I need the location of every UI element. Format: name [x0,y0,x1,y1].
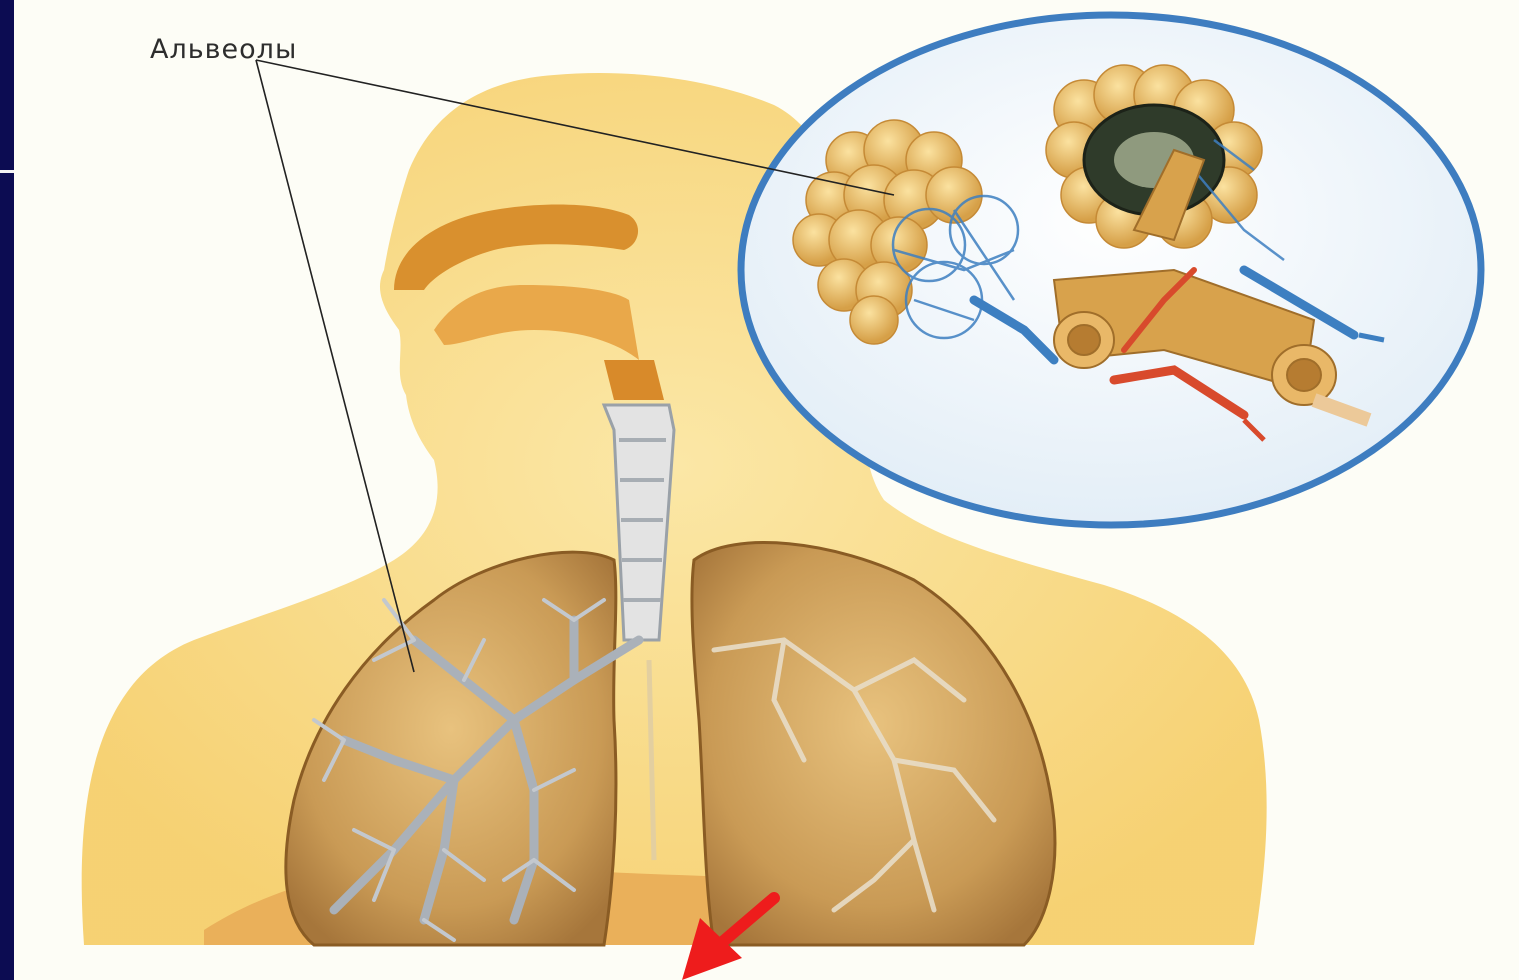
alveoli-label: Альвеолы [150,34,297,65]
respiratory-illustration: Альвеолы [14,0,1519,980]
anatomy-drawing [14,0,1519,980]
